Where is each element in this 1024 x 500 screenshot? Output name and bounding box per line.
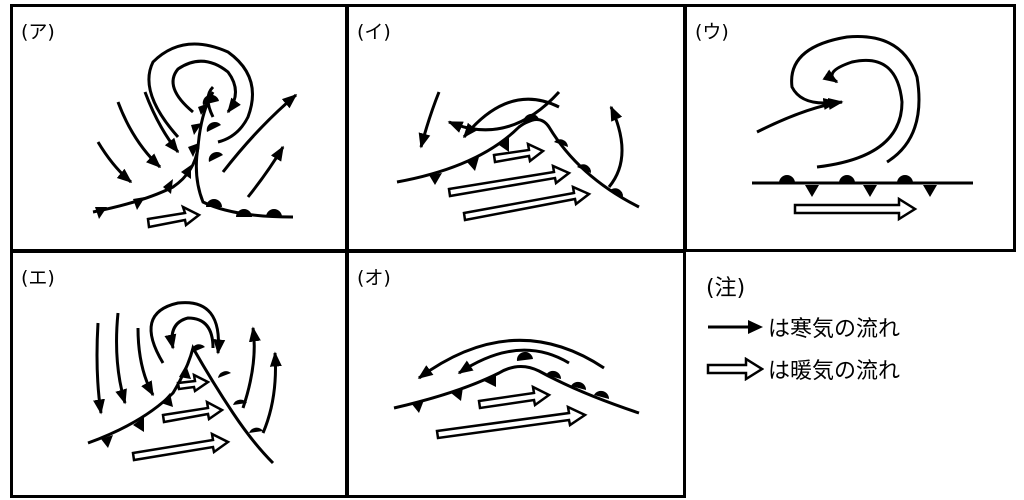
- panel-e-diagram: [87, 301, 282, 465]
- legend: (注) は寒気の流れ は暖気の流れ: [686, 250, 1016, 498]
- warm-flow-arrow-icon: [706, 357, 764, 381]
- panel-i-diagram: [396, 90, 640, 222]
- legend-warm-text: は暖気の流れ: [768, 359, 901, 384]
- panel-o: (オ): [346, 250, 686, 498]
- panel-u: (ウ): [684, 4, 1016, 252]
- legend-note: (注): [706, 276, 746, 301]
- panel-a-label: (ア): [21, 21, 55, 43]
- panel-i: (イ): [346, 4, 686, 252]
- panel-a: (ア): [10, 4, 348, 252]
- legend-cold-text: は寒気の流れ: [768, 317, 901, 342]
- legend-warm-row: は暖気の流れ: [706, 354, 900, 384]
- panel-u-label: (ウ): [695, 21, 729, 43]
- panel-i-label: (イ): [357, 21, 391, 43]
- panel-e-label: (エ): [21, 267, 55, 289]
- legend-cold-row: は寒気の流れ: [706, 312, 900, 342]
- panel-e: (エ): [10, 250, 348, 498]
- panel-o-diagram: [393, 338, 640, 440]
- cold-flow-arrow-icon: [708, 320, 763, 334]
- panel-u-diagram: [752, 35, 973, 222]
- panel-a-diagram: [92, 42, 298, 229]
- panel-o-label: (オ): [357, 267, 391, 289]
